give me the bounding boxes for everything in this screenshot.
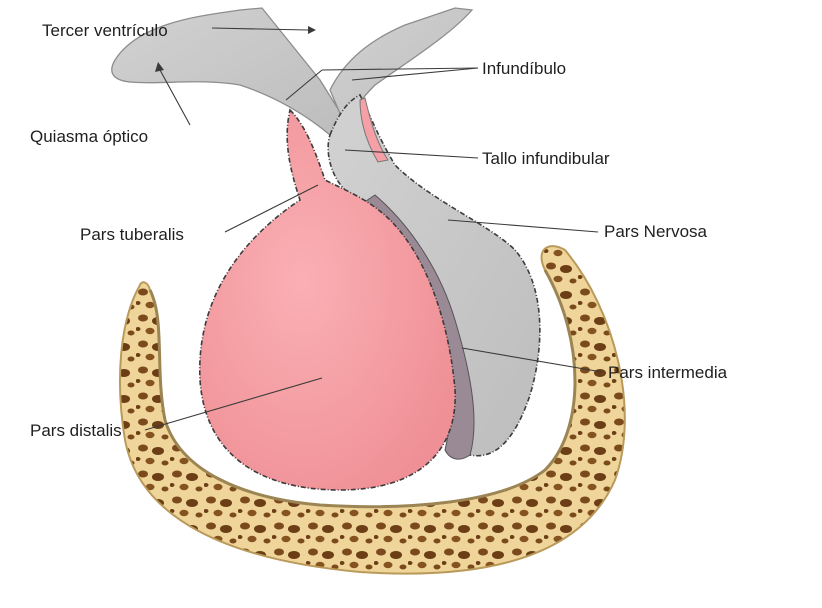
label-tallo-infundibular: Tallo infundibular — [482, 149, 610, 168]
label-pars-tuberalis: Pars tuberalis — [80, 225, 184, 244]
label-pars-distalis: Pars distalis — [30, 421, 122, 440]
label-infundibulo: Infundíbulo — [482, 59, 566, 78]
label-quiasma-optico: Quiasma óptico — [30, 127, 148, 146]
label-tercer-ventriculo: Tercer ventrículo — [42, 21, 168, 40]
pars-distalis-shape — [200, 98, 455, 490]
label-pars-nervosa: Pars Nervosa — [604, 222, 708, 241]
arrowhead-tercer-ventriculo — [308, 26, 316, 34]
label-pars-intermedia: Pars intermedia — [608, 363, 728, 382]
